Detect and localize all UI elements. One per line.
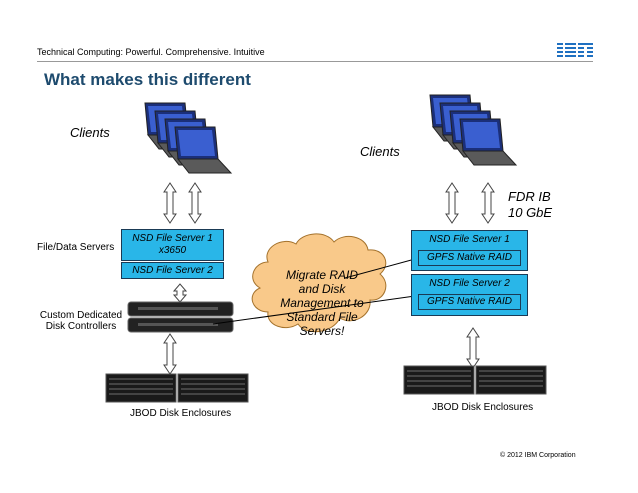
cloud-line-1: Migrate RAID: [285, 268, 359, 282]
right-nsd2-label: NSD File Server 2: [429, 278, 510, 289]
right-nsd-server-2: NSD File Server 2 GPFS Native RAID: [411, 274, 528, 316]
right-raid-1: GPFS Native RAID: [418, 250, 521, 266]
cloud-line-2: and Disk: [298, 282, 346, 296]
file-servers-label: File/Data Servers: [37, 242, 115, 253]
copyright: © 2012 IBM Corporation: [500, 452, 576, 459]
header-divider: [37, 61, 593, 62]
left-jbod-label: JBOD Disk Enclosures: [130, 408, 232, 419]
ibm-logo: [557, 43, 593, 57]
fdr-ib-label: FDR IB: [508, 189, 551, 204]
left-clients-label: Clients: [70, 125, 110, 140]
cloud-text: Migrate RAID and Disk Management to Stan…: [262, 268, 382, 338]
right-clients-laptops: [429, 94, 517, 166]
right-clients-label: Clients: [360, 144, 400, 159]
page-title: What makes this different: [44, 70, 251, 89]
controllers-label-line1: Custom Dedicated: [39, 310, 123, 321]
left-clients-laptops: [144, 102, 232, 174]
gbe-label: 10 GbE: [508, 205, 553, 220]
right-jbod: [403, 365, 547, 395]
left-nsd-server-2: NSD File Server 2: [121, 262, 224, 279]
disk-controllers: [127, 301, 234, 333]
network-label: FDR IB 10 GbE: [508, 189, 552, 221]
controllers-label-line2: Disk Controllers: [45, 321, 117, 332]
cloud-line-3: Management to: [280, 296, 364, 310]
left-nsd-server-1: NSD File Server 1 x3650: [121, 229, 224, 261]
cloud-line-4: Standard File: [286, 310, 358, 324]
left-jbod: [105, 373, 249, 403]
controllers-label: Custom Dedicated Disk Controllers: [37, 310, 125, 332]
right-jbod-label: JBOD Disk Enclosures: [432, 402, 534, 413]
left-nsd1-model: x3650: [158, 245, 187, 256]
header-tagline: Technical Computing: Powerful. Comprehen…: [37, 47, 265, 57]
left-nsd1-label: NSD File Server 1: [132, 233, 213, 244]
cloud-line-5: Servers!: [299, 324, 345, 338]
right-nsd-server-1: NSD File Server 1 GPFS Native RAID: [411, 230, 528, 271]
callout-cloud: [251, 233, 387, 333]
right-raid-2: GPFS Native RAID: [418, 294, 521, 310]
right-nsd1-label: NSD File Server 1: [429, 234, 510, 245]
